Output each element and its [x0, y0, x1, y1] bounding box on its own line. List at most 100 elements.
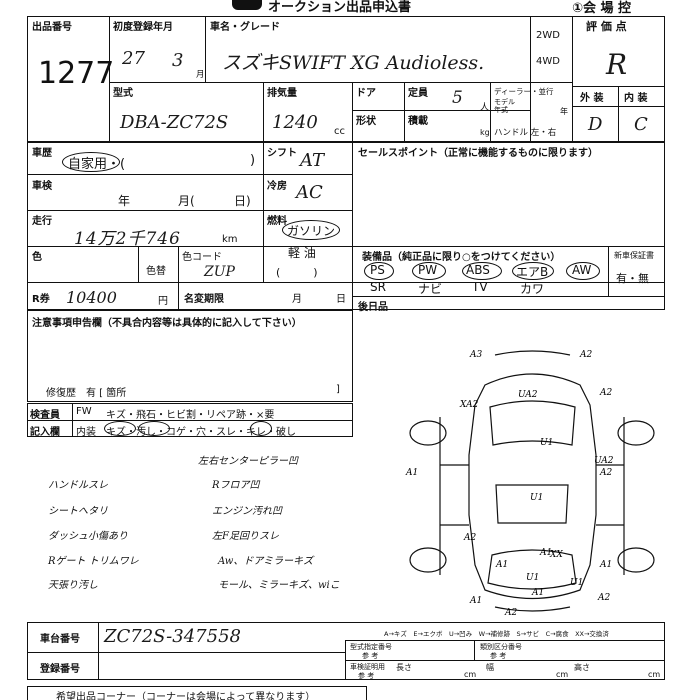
- notes-frame: [27, 310, 353, 402]
- first-registration-month: 3: [172, 50, 184, 71]
- recycle-value: 10400: [66, 288, 117, 307]
- color-label: 色: [32, 252, 42, 263]
- dealer-label: ディーラー・並行: [494, 87, 554, 96]
- car-hood: [489, 400, 576, 446]
- dim-length-unit: cm: [464, 670, 477, 679]
- model-year-label: モデル 年式: [494, 98, 515, 114]
- usage-value: 自家用・(: [68, 157, 126, 172]
- damage-mark: UA2: [518, 390, 538, 400]
- damage-mark: A3: [469, 350, 482, 360]
- equipment-pw: PW: [418, 263, 438, 277]
- model-year-unit: 年: [560, 107, 568, 116]
- car-trunk: [487, 549, 577, 590]
- front-bumper: [494, 350, 571, 356]
- color-change-label: 色替: [146, 266, 166, 277]
- inspection-day: 日): [234, 194, 251, 208]
- back-day-label: 後日品: [358, 302, 388, 313]
- shift-label: シフト: [267, 148, 297, 159]
- notes-label: 注意事項申告欄（不具合内容等は具体的に記入して下さい）: [32, 318, 302, 329]
- first-registration-month-unit: 月: [196, 70, 205, 80]
- note-handle-scratch: ハンドルスレ: [48, 480, 108, 491]
- footer-frame: [27, 686, 367, 700]
- form-title: オークション出品申込書: [268, 0, 412, 15]
- usage-close: ): [250, 153, 256, 168]
- damage-mark: UA2: [594, 456, 614, 466]
- equipment-tv: TV: [472, 280, 488, 294]
- fuel-diesel: 軽 油: [288, 246, 316, 260]
- note-engine-dirt: エンジン汚れ凹: [212, 506, 282, 517]
- recycle-label: R券: [32, 294, 50, 305]
- form-type-sub: 参 考: [362, 652, 379, 660]
- cert-label: 車検証明用: [350, 663, 385, 671]
- equipment-aw-circle: [566, 262, 600, 280]
- mileage-value: 14万2千746: [74, 229, 181, 249]
- model-label: 型式: [113, 88, 133, 99]
- damage-mark: XA2: [459, 400, 479, 410]
- equipment-label: 装備品（純正品に限り○をつけてください）: [362, 252, 561, 263]
- damage-mark: A1: [539, 548, 552, 558]
- inspection-label: 車検: [32, 181, 52, 192]
- aircon-label: 冷房: [267, 181, 287, 192]
- damage-mark: A2: [463, 533, 476, 543]
- interior-dirt-circle: [138, 421, 170, 436]
- exterior-value: D: [588, 114, 603, 135]
- name-change-month: 月: [292, 294, 302, 305]
- equipment-pw-circle: [412, 262, 446, 280]
- equipment-navi: ナビ: [418, 282, 443, 296]
- registration-label: 登録番号: [40, 664, 80, 675]
- damage-mark: XX: [549, 550, 563, 560]
- shape-label: 形状: [356, 116, 376, 127]
- fw-head: FW: [76, 406, 92, 417]
- handle-label: ハンドル 左・右: [494, 128, 557, 138]
- mileage-label: 走行: [32, 216, 52, 227]
- dim-width-unit: cm: [556, 670, 569, 679]
- class-no-sub: 参 考: [490, 652, 507, 660]
- note-molding: モール、ミラーキズ、wiこ: [218, 580, 340, 591]
- equipment-ps-circle: [364, 262, 394, 280]
- fuel-gasoline-circle: [282, 220, 340, 240]
- header-logo: [232, 0, 262, 10]
- damage-mark: U1: [526, 573, 539, 583]
- equipment-abs-circle: [462, 262, 502, 280]
- aircon-value: AC: [296, 182, 323, 203]
- fuel-gasoline: ガソリン: [287, 224, 336, 238]
- form-type-label: 型式指定番号: [350, 643, 392, 651]
- note-dash-scratch: ダッシュ小傷あり: [48, 531, 128, 542]
- lot-number-value: 1277: [38, 56, 115, 91]
- dim-height: 高さ: [574, 663, 590, 672]
- interior-items: キズ・汚し・コゲ・穴・スレ・キレ・破し: [106, 427, 296, 438]
- car-roof: [495, 484, 569, 524]
- interior-value: C: [634, 114, 648, 135]
- shift-value: AT: [300, 150, 325, 171]
- name-change-day: 日: [336, 294, 346, 305]
- equipment-airbag-circle: [512, 262, 554, 280]
- wheel-rear-right-icon: [617, 547, 655, 573]
- capacity-unit: 人: [480, 103, 490, 113]
- model-value: DBA-ZC72S: [120, 112, 229, 133]
- fuel-label: 燃料: [267, 216, 287, 227]
- note-suspension: 左F足回りスレ: [212, 531, 279, 542]
- damage-mark: A1: [495, 560, 508, 570]
- note-rgate-trim: Rゲート トリムワレ: [48, 556, 139, 567]
- first-registration-label: 初度登録年月: [113, 22, 173, 33]
- equipment-airbag: エアB: [516, 265, 549, 279]
- inspection-month: 月(: [178, 194, 195, 208]
- equipment-ps: PS: [370, 263, 385, 277]
- name-grade-label: 車名・グレード: [210, 22, 280, 33]
- vehicle-detail-frame: [27, 142, 665, 310]
- chassis-label: 車台番号: [40, 634, 80, 645]
- displacement-unit: cc: [334, 126, 345, 137]
- damage-mark: A1: [405, 468, 418, 478]
- lot-number-label: 出品番号: [32, 22, 72, 33]
- fuel-other: ( ): [276, 266, 318, 279]
- name-change-label: 名変期限: [184, 294, 224, 305]
- rating-label: 評 価 点: [586, 20, 627, 33]
- repair-history: 修復歴 有 [ 箇所: [46, 388, 127, 399]
- interior-label: 内 装: [624, 93, 648, 104]
- car-outline: [468, 373, 597, 600]
- warranty-label: 新車保証書: [614, 251, 654, 260]
- cert-sub: 参 考: [358, 672, 375, 680]
- capacity-label: 定員: [408, 88, 428, 99]
- note-aw-mirror: Aw、ドアミラーキズ: [218, 556, 314, 567]
- note-rfloor-dent: Rフロア凹: [212, 480, 260, 491]
